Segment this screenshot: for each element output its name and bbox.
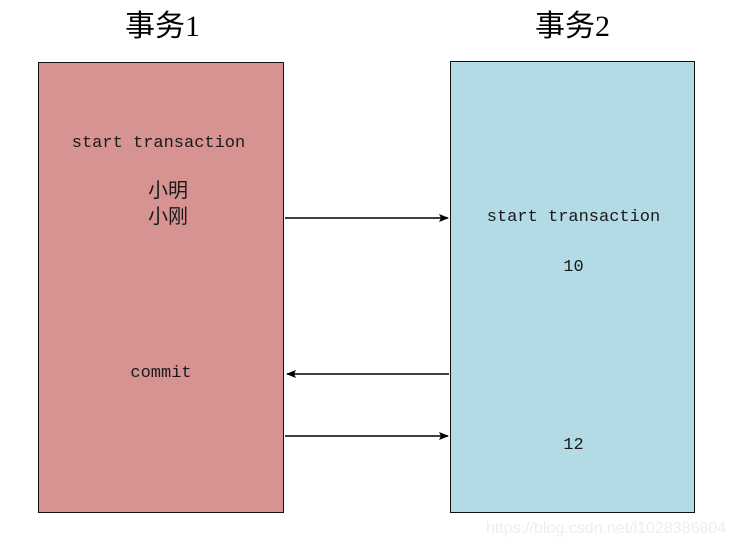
transaction1-box [38, 62, 284, 513]
transaction2-box [450, 61, 695, 513]
transaction1-name-1: 小明 [148, 180, 188, 202]
watermark-text: https://blog.csdn.net/l1028386804 [486, 520, 727, 537]
transaction2-start-label: start transaction [486, 208, 661, 227]
transaction1-title: 事务1 [125, 10, 200, 43]
transaction2-value-1: 10 [563, 258, 584, 277]
transaction1-commit-label: commit [130, 364, 192, 383]
transaction2-title: 事务2 [535, 10, 610, 43]
transaction1-start-label: start transaction [71, 134, 246, 153]
transaction1-name-2: 小刚 [148, 206, 188, 228]
transaction2-value-2: 12 [563, 436, 584, 455]
